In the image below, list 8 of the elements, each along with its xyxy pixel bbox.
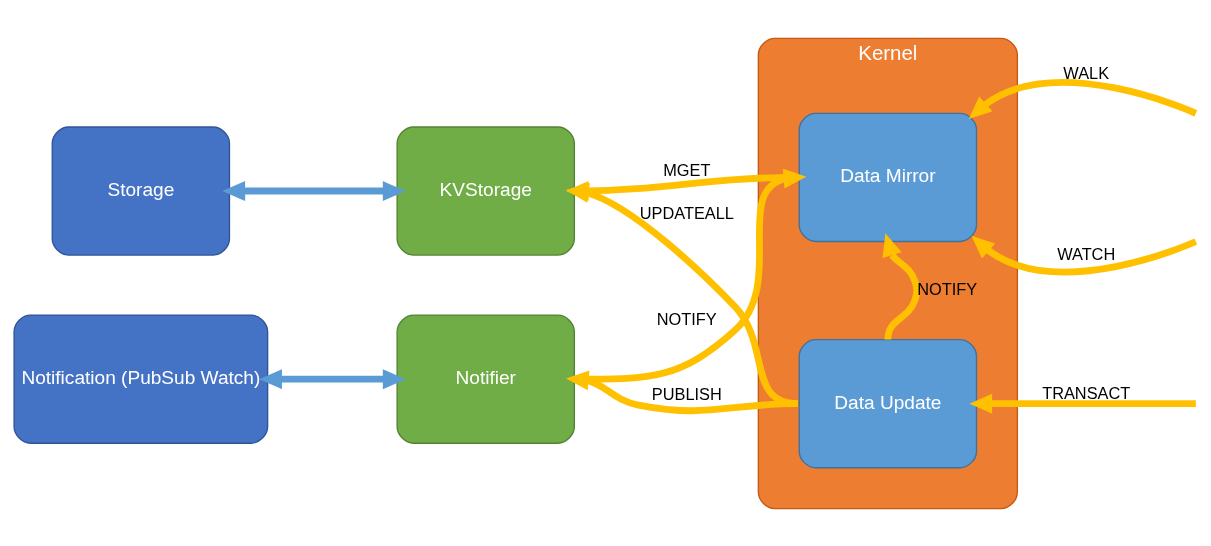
edge-label: NOTIFY: [656, 309, 717, 328]
edge-label: PUBLISH: [651, 384, 722, 403]
edge-label: TRANSACT: [1042, 383, 1131, 402]
edge-label: MGET: [663, 159, 711, 178]
edge-label: WALK: [1063, 63, 1110, 82]
edge-label: NOTIFY: [917, 279, 978, 298]
edge-label: WATCH: [1057, 244, 1116, 263]
edge-label: UPDATEALL: [639, 203, 734, 222]
